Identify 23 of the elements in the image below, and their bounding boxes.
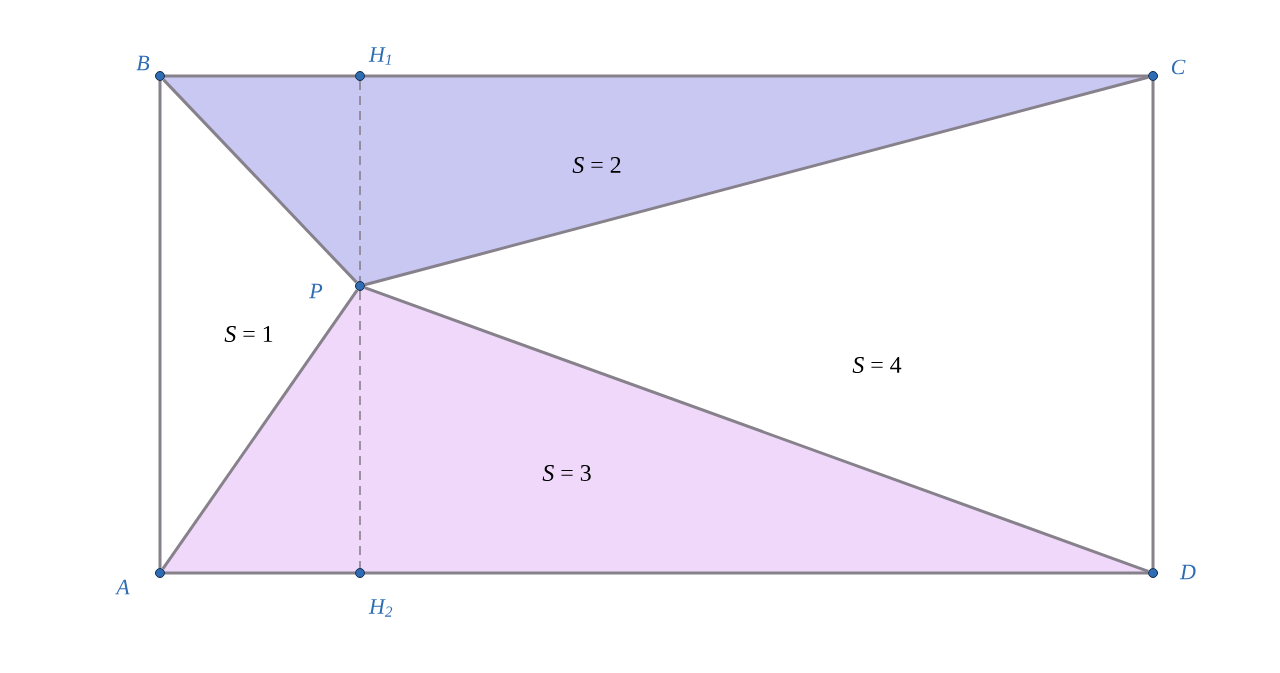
point-label: H$_{2}$ [368,599,393,617]
line-segment [158,81,162,568]
area-label: S = 4 [852,357,902,374]
area-label: S = 2 [572,156,621,174]
line-segment [365,571,1148,575]
point-label: D [1179,564,1196,580]
area-label: S = 3 [542,465,591,482]
point-label: A [115,579,130,595]
line-segment [161,289,359,570]
point-label: P [309,283,323,299]
line-segment [162,78,358,284]
area-label: S = 1 [224,325,273,343]
line-segment [364,75,1149,287]
line-segment [364,286,1149,573]
line-segment [359,290,361,569]
line-segment [1151,81,1155,568]
line-segment [365,74,1148,78]
line-segment [165,571,355,575]
point-label: H$_{1}$ [368,47,391,65]
line-segment [359,80,361,282]
point-label: C [1171,59,1186,75]
line-segment [165,74,355,78]
point-label: B [136,55,150,71]
